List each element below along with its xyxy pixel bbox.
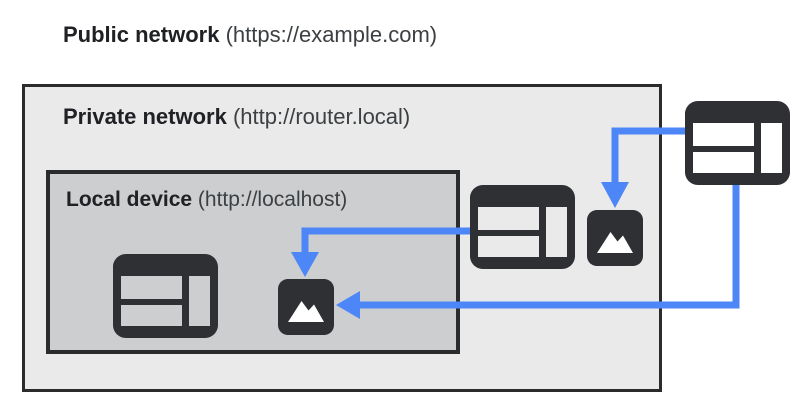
local-device-label: Local device (http://localhost) bbox=[66, 187, 347, 213]
private-network-label: Private network (http://router.local) bbox=[63, 104, 410, 130]
browser-window-icon-local-device bbox=[113, 254, 218, 338]
public-network-label-url: (https://example.com) bbox=[219, 22, 438, 47]
image-icon-private-network bbox=[587, 210, 643, 266]
public-network-label-title: Public network bbox=[63, 22, 220, 47]
browser-window-icon-private-network bbox=[470, 185, 575, 269]
local-device-label-title: Local device bbox=[66, 188, 193, 211]
image-icon-local-device bbox=[278, 279, 334, 335]
private-network-label-title: Private network bbox=[63, 104, 227, 129]
private-network-label-url: (http://router.local) bbox=[226, 104, 411, 129]
browser-window-icon-public-network bbox=[685, 101, 790, 185]
local-device-label-url: (http://localhost) bbox=[192, 188, 348, 211]
public-network-label: Public network (https://example.com) bbox=[63, 22, 437, 48]
